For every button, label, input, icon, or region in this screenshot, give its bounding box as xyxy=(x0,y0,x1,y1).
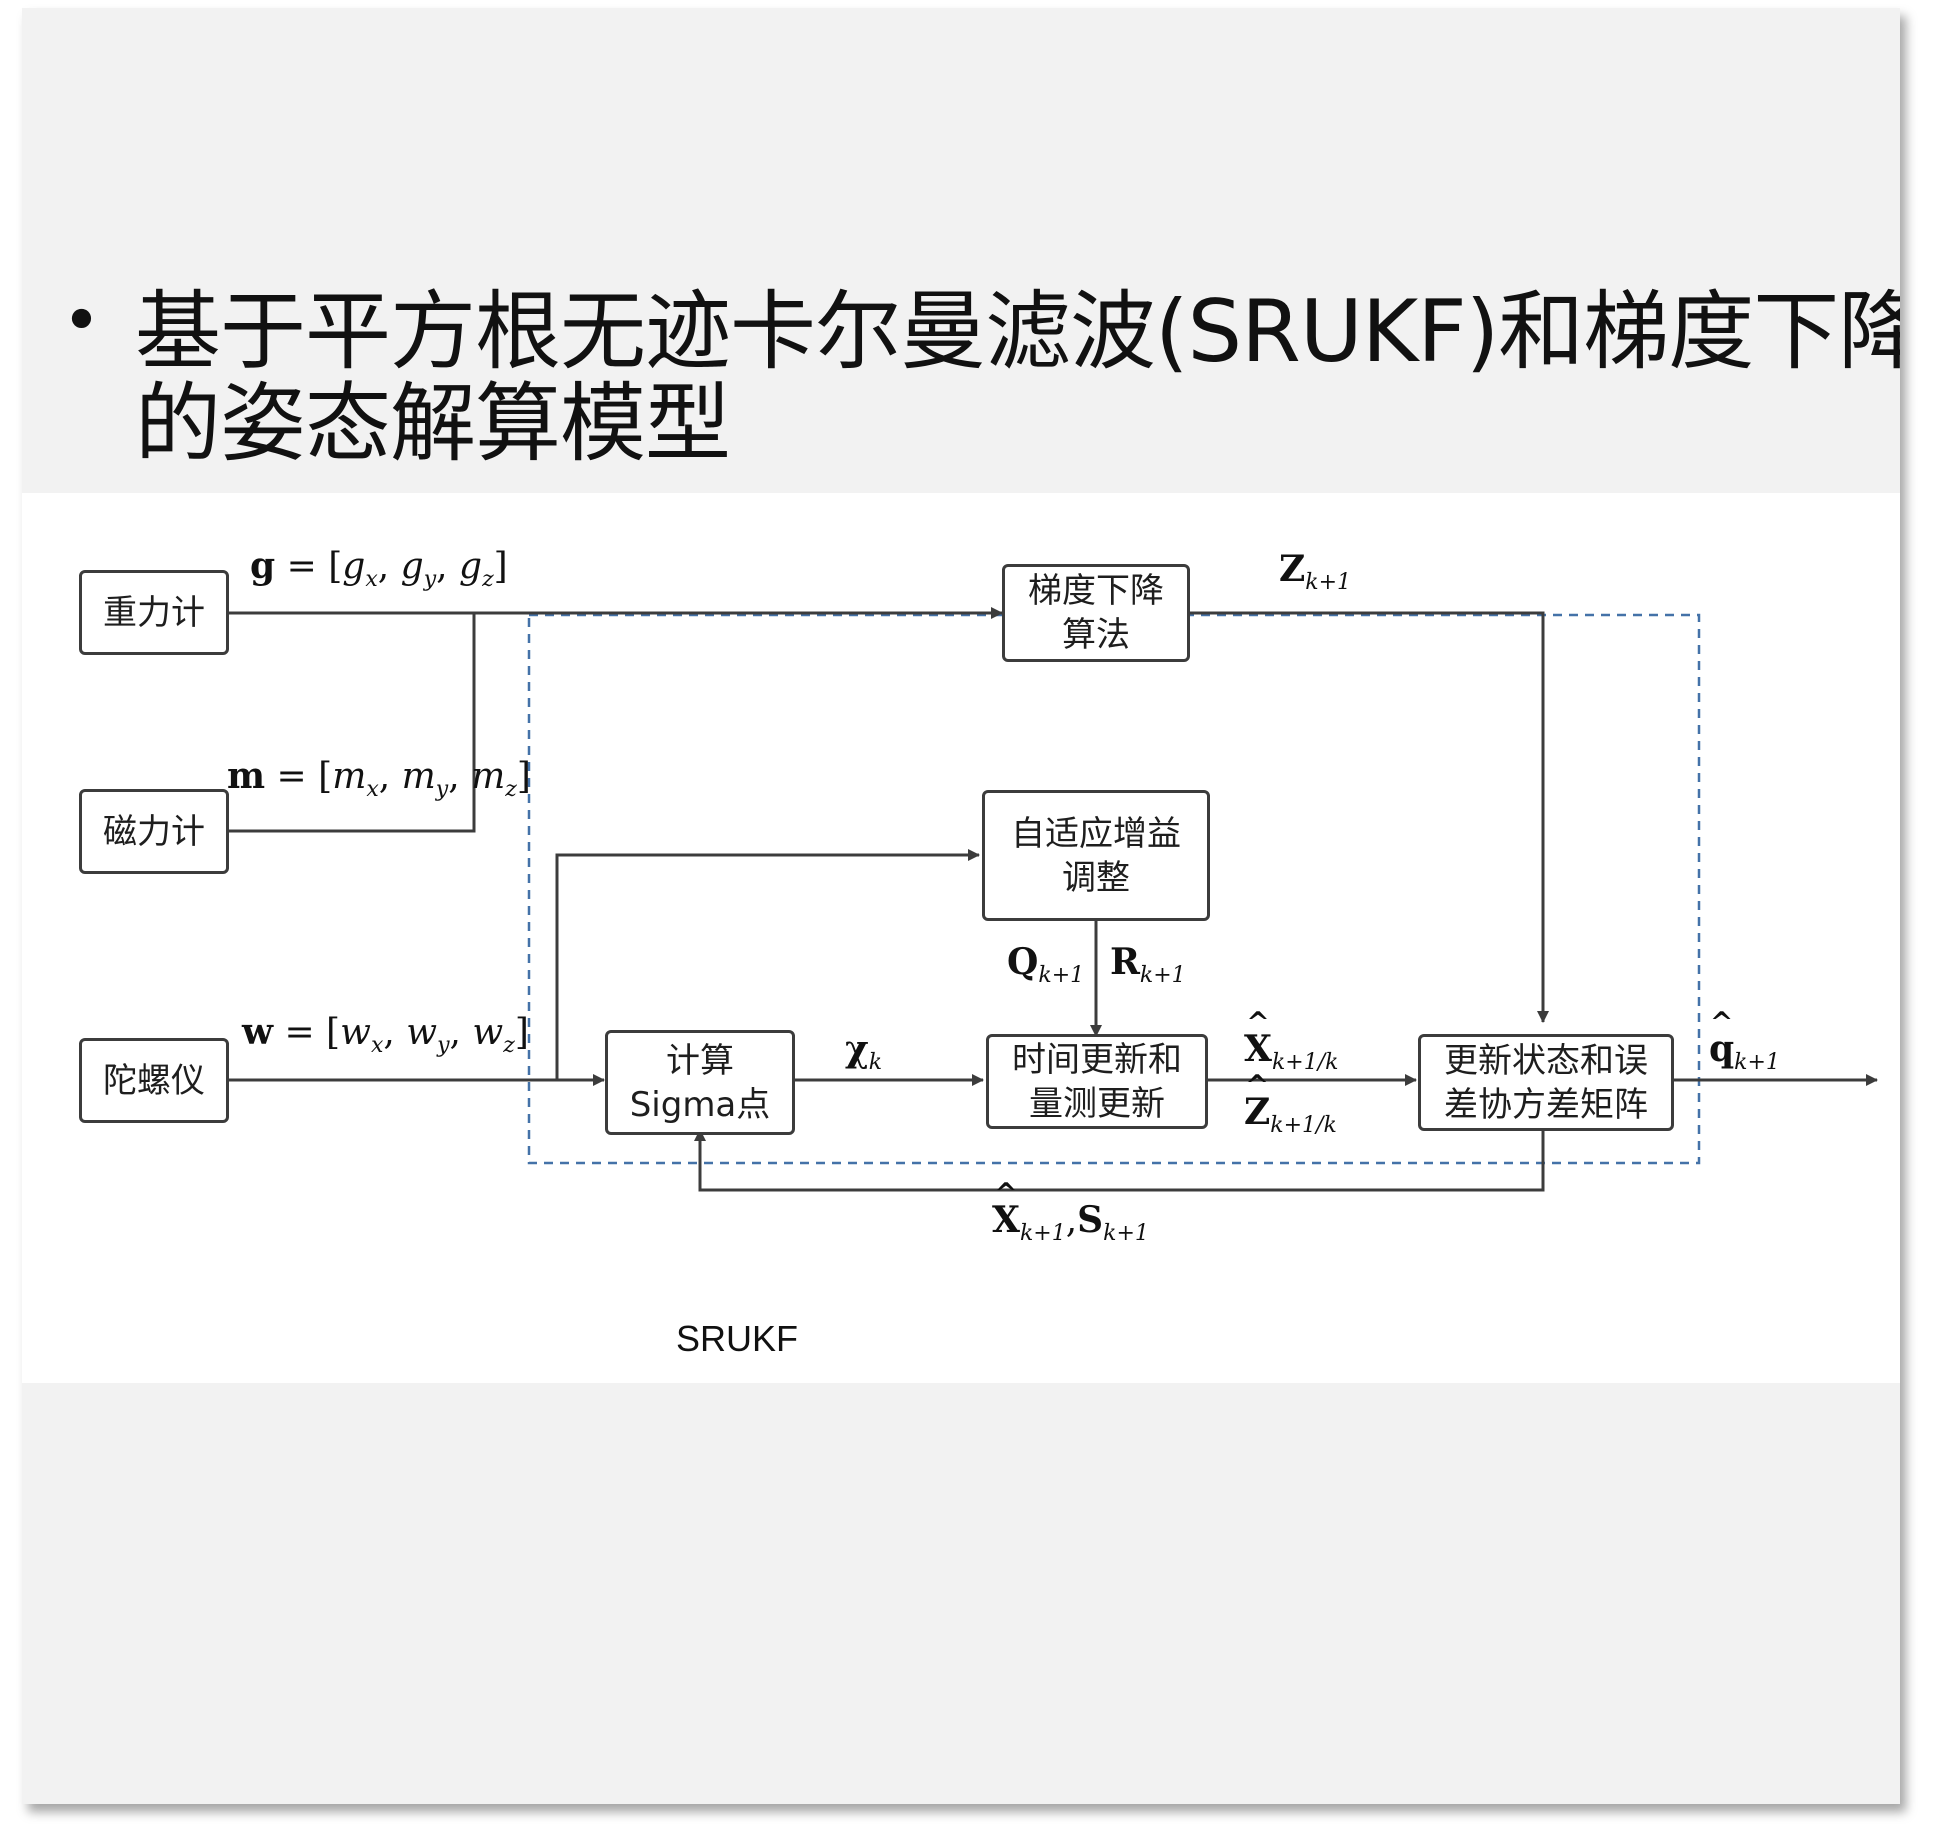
magnetometer-label: 磁力计 xyxy=(103,811,205,852)
signal-m: m = [mx, my, mz] xyxy=(227,755,531,802)
gyroscope-block: 陀螺仪 xyxy=(79,1038,229,1123)
sigma-label-2: Sigma点 xyxy=(629,1084,771,1125)
slide-title-line-1: 基于平方根无迹卡尔曼滤波(SRUKF)和梯度下降 xyxy=(135,282,1900,382)
magnetometer-block: 磁力计 xyxy=(79,789,229,874)
signal-z-k1: Zk+1 xyxy=(1279,548,1352,595)
time-update-label-1: 时间更新和 xyxy=(1012,1039,1182,1080)
signal-q-hat-output: qk+1 xyxy=(1709,1028,1780,1075)
time-measurement-update-block: 时间更新和 量测更新 xyxy=(986,1034,1208,1129)
slide: • 基于平方根无迹卡尔曼滤波(SRUKF)和梯度下降 的姿态解算模型 xyxy=(22,8,1900,1804)
state-update-label-2: 差协方差矩阵 xyxy=(1444,1084,1648,1125)
wire-z-to-state xyxy=(1190,611,1549,1023)
gravimeter-label: 重力计 xyxy=(103,592,205,633)
sigma-point-block: 计算 Sigma点 xyxy=(605,1030,795,1135)
slide-title: 基于平方根无迹卡尔曼滤波(SRUKF)和梯度下降 的姿态解算模型 xyxy=(135,282,1900,474)
srukf-region-label: SRUKF xyxy=(676,1318,799,1359)
block-diagram: 重力计 磁力计 陀螺仪 梯度下降 算法 自适应增益 调整 计算 Sigma点 时… xyxy=(22,493,1900,1383)
wire-feedback xyxy=(694,1120,1545,1192)
adaptive-gain-label-2: 调整 xyxy=(1062,857,1130,898)
slide-title-line-2: 的姿态解算模型 xyxy=(135,374,731,474)
signal-r-k1: Rk+1 xyxy=(1110,941,1186,988)
signal-q-k1: Qk+1 xyxy=(1007,941,1085,988)
bullet-marker: • xyxy=(62,282,101,359)
gravimeter-block: 重力计 xyxy=(79,570,229,655)
adaptive-gain-label-1: 自适应增益 xyxy=(1011,813,1181,854)
adaptive-gain-block: 自适应增益 调整 xyxy=(982,790,1210,921)
wire-to-adaptive xyxy=(555,849,980,1080)
signal-chi-k: χk xyxy=(845,1028,883,1075)
state-covariance-update-block: 更新状态和误 差协方差矩阵 xyxy=(1418,1034,1674,1131)
signal-x-hat-prior: Xk+1/k xyxy=(1244,1028,1338,1075)
signal-w: w = [wx, wy, wz] xyxy=(242,1011,529,1058)
wire-m-join xyxy=(228,613,476,833)
gradient-descent-label-1: 梯度下降 xyxy=(1028,571,1164,611)
diagram-wires xyxy=(228,607,1878,1192)
state-update-label-1: 更新状态和误 xyxy=(1444,1040,1648,1081)
signal-feedback: Xk+1,Sk+1 xyxy=(992,1199,1149,1246)
gradient-descent-block: 梯度下降 算法 xyxy=(1002,564,1190,662)
gradient-descent-label-2: 算法 xyxy=(1062,615,1130,655)
gyroscope-label: 陀螺仪 xyxy=(103,1060,205,1101)
time-update-label-2: 量测更新 xyxy=(1029,1083,1165,1124)
signal-z-hat-prior: Zk+1/k xyxy=(1244,1091,1337,1138)
sigma-label-1: 计算 xyxy=(666,1040,734,1081)
signal-g: g = [gx, gy, gz] xyxy=(250,545,508,592)
